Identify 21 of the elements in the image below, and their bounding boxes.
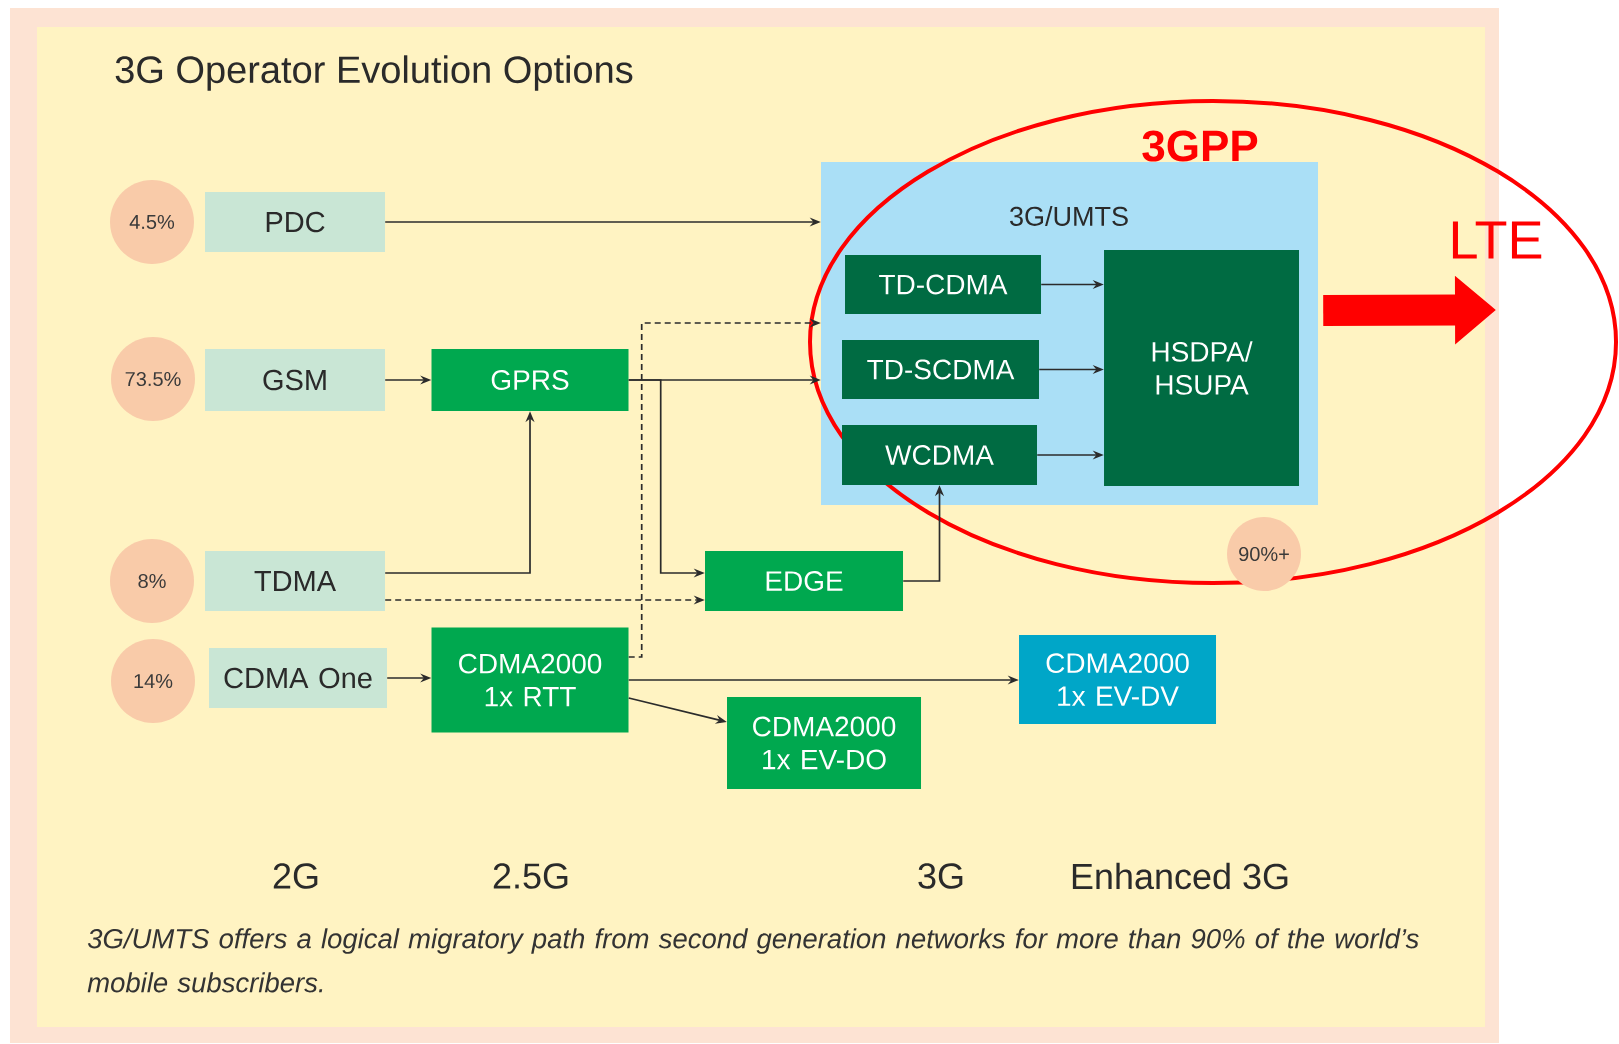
technology-box: HSDPA/ HSUPA [1104,250,1299,486]
generation-label: 3G [918,863,963,889]
caption: 3G/UMTS offers a logical migratory path from second generation networks for more than 90% of the world’s mobile subscribers. [87,928,1419,993]
technology-box: CDMA One [209,648,387,708]
text-label: LTE [1452,221,1542,259]
technology-box: CDMA2000 1x RTT [431,627,629,733]
generation-label: Enhanced 3G [1072,862,1288,890]
technology-box: TD-SCDMA [842,340,1039,399]
generation-label: 2.5G [493,863,568,889]
technology-box: CDMA2000 1x EV-DO [727,697,921,789]
technology-box: GPRS [431,349,629,411]
technology-box: PDC [205,192,385,252]
technology-box: TD-CDMA [845,255,1041,314]
title: 3G Operator Evolution Options [115,55,633,91]
technology-box: GSM [205,349,385,411]
technology-box: WCDMA [842,425,1037,485]
group-label: 3GPP [1142,130,1258,162]
technology-box: CDMA2000 1x EV-DV [1019,635,1216,724]
technology-box: EDGE [705,551,903,611]
generation-label: 2G [273,863,318,889]
technology-box: TDMA [205,551,385,611]
